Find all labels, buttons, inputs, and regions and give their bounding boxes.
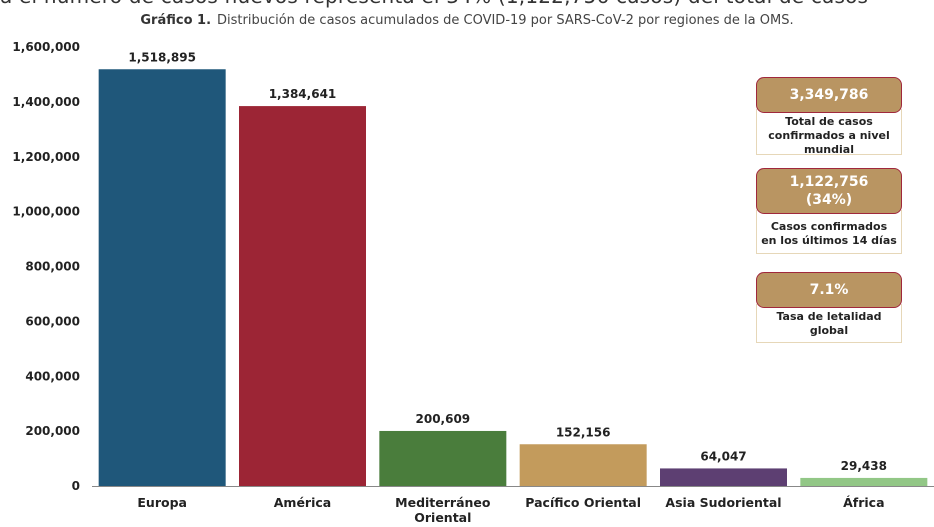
stat-desc-line: Casos confirmados — [770, 220, 888, 233]
stat-desc-line: Tasa de letalidad — [776, 310, 882, 323]
bar — [239, 106, 366, 487]
bar — [519, 444, 647, 486]
x-tick-label: América — [274, 495, 331, 510]
data-label: 1,518,895 — [128, 50, 196, 64]
y-tick-label: 1,400,000 — [12, 95, 80, 109]
data-label: 1,384,641 — [269, 87, 337, 101]
chart-title-prefix: Gráfico 1. — [140, 13, 212, 28]
stat-recent-cases-value: 1,122,756 (34%) — [756, 168, 902, 214]
chart-title-text: Distribución de casos acumulados de COVI… — [217, 13, 794, 28]
bar — [379, 430, 507, 486]
data-label: 152,156 — [556, 425, 611, 439]
data-labels: 1,518,895 1,384,641 200,609 152,156 64,047 29… — [128, 50, 887, 473]
chart-title: Gráfico 1. Distribución de casos acumulad… — [0, 13, 934, 28]
x-tick-label: Pacífico Oriental — [525, 495, 641, 510]
y-tick-label: 0 — [72, 479, 80, 493]
x-tick-label: Asia Sudoriental — [665, 495, 781, 510]
stat-total-cases: 3,349,786 Total de casos confirmados a n… — [756, 77, 902, 156]
stat-lethality: 7.1% Tasa de letalidad global — [756, 272, 902, 343]
y-tick-label: 200,000 — [25, 424, 80, 438]
stat-desc-line: Total de casos — [785, 115, 873, 128]
y-tick-label: 1,600,000 — [12, 40, 80, 54]
bars — [98, 69, 928, 487]
y-tick-label: 1,000,000 — [12, 205, 80, 219]
stat-value-line: (34%) — [805, 192, 853, 208]
y-tick-label: 800,000 — [25, 260, 80, 274]
y-tick-label: 400,000 — [25, 369, 80, 383]
header-fragment-text: a el número de casos nuevos representa e… — [0, 0, 934, 8]
stat-value-line: 3,349,786 — [789, 87, 869, 103]
stat-desc-line: en los últimos 14 días — [761, 234, 897, 247]
data-label: 200,609 — [416, 412, 471, 426]
bar — [800, 477, 928, 486]
stat-recent-cases-desc: Casos confirmados en los últimos 14 días — [756, 210, 902, 254]
stat-total-cases-value: 3,349,786 — [756, 77, 902, 113]
data-label: 64,047 — [700, 449, 746, 463]
stat-desc-line: global — [809, 324, 849, 337]
bar — [98, 69, 226, 487]
stat-desc-line: confirmados a nivel — [768, 129, 890, 142]
stat-value-line: 7.1% — [809, 282, 849, 298]
y-axis: 0 200,000 400,000 600,000 800,000 1,000,000 1,… — [12, 40, 80, 493]
x-tick-label: África — [843, 495, 884, 510]
data-label: 29,438 — [841, 459, 887, 473]
y-tick-label: 600,000 — [25, 314, 80, 328]
stat-desc-line: mundial — [804, 143, 854, 156]
y-tick-label: 1,200,000 — [12, 150, 80, 164]
stat-recent-cases: 1,122,756 (34%) Casos confirmados en los… — [756, 168, 902, 254]
stat-total-cases-desc: Total de casos confirmados a nivel mundi… — [756, 109, 902, 156]
bar — [660, 468, 787, 486]
x-tick-label: Europa — [137, 495, 187, 510]
stat-lethality-desc: Tasa de letalidad global — [756, 304, 902, 343]
stat-value-line: 1,122,756 — [789, 174, 869, 190]
stat-lethality-value: 7.1% — [756, 272, 902, 308]
